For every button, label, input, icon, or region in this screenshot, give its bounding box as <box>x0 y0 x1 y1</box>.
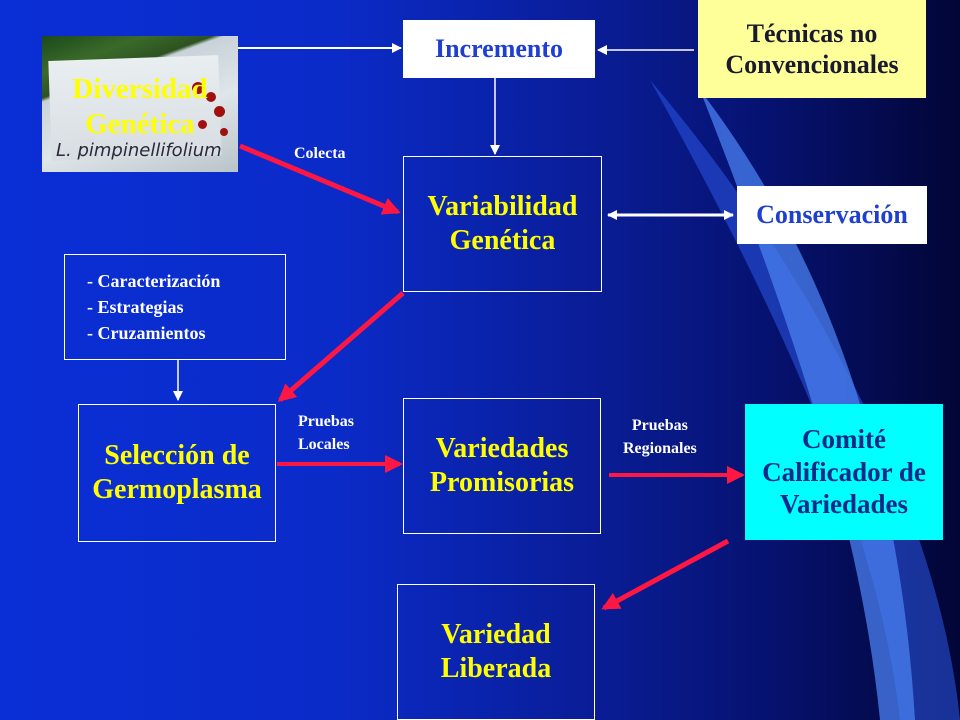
conservacion-box: Conservación <box>737 186 927 244</box>
seleccion-germoplasma-box: Selección de Germoplasma <box>78 404 276 542</box>
berry <box>206 92 216 102</box>
pruebas-regionales-line: Regionales <box>623 440 697 458</box>
variedades-line: Promisorias <box>429 467 575 498</box>
pruebas-regionales-line: Pruebas <box>631 417 688 434</box>
variabilidad-genetica-box: Variabilidad Genética <box>403 156 602 292</box>
variabilidad-line: Variabilidad <box>427 191 578 223</box>
variedades-promisorias-box: Variedades Promisorias <box>403 398 601 534</box>
comite-line: Calificador de <box>762 456 926 487</box>
seleccion-line: Germoplasma <box>92 474 262 505</box>
tecnicas-no-convencionales-box: Técnicas no Convencionales <box>698 0 926 98</box>
list-item: - Estrategias <box>87 296 184 317</box>
arrow-variabilidad-to-seleccion <box>277 291 405 402</box>
variedades-line: Variedades <box>435 433 569 465</box>
diversidad-genetica-photo: Diversidad Genética L. pimpinellifolium <box>42 36 238 172</box>
arrow-colecta <box>239 143 401 215</box>
tecnicas-line: Convencionales <box>725 50 899 79</box>
caracterizacion-list-box: - Caracterización - Estrategias - Cruzam… <box>64 254 286 360</box>
comite-line: Comité <box>802 424 886 455</box>
incremento-label: Incremento <box>434 34 564 64</box>
liberada-line: Variedad <box>441 619 551 651</box>
tecnicas-line: Técnicas no <box>746 18 878 48</box>
list-item: - Cruzamientos <box>87 323 206 344</box>
berry <box>192 82 204 94</box>
conservacion-label: Conservación <box>756 200 908 230</box>
photo-title-line: Genética <box>85 107 195 140</box>
incremento-box: Incremento <box>403 20 595 78</box>
photo-caption: L. pimpinellifolium <box>56 140 222 161</box>
berry <box>198 120 207 129</box>
photo-title-line: Diversidad <box>72 73 208 105</box>
seleccion-line: Selección de <box>104 440 250 472</box>
pruebas-regionales-label: Pruebas Regionales <box>623 414 697 460</box>
comite-line: Variedades <box>779 489 908 520</box>
liberada-line: Liberada <box>440 653 552 684</box>
berry <box>214 106 225 117</box>
berry <box>220 128 228 136</box>
pruebas-locales-line: Locales <box>298 436 350 454</box>
comite-calificador-box: Comité Calificador de Variedades <box>745 404 943 540</box>
variedad-liberada-box: Variedad Liberada <box>397 584 595 720</box>
photo-title: Diversidad Genética <box>42 72 238 142</box>
variabilidad-line: Genética <box>449 225 556 256</box>
pruebas-locales-line: Pruebas <box>298 413 354 430</box>
arrow-comite-to-liberada <box>601 538 730 611</box>
pruebas-locales-label: Pruebas Locales <box>298 410 354 456</box>
colecta-label: Colecta <box>294 145 346 162</box>
list-item: - Caracterización <box>87 270 221 291</box>
